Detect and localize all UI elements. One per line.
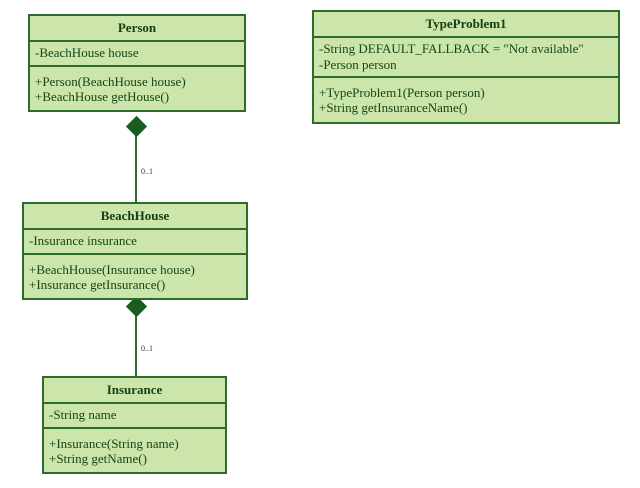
operation-item: +TypeProblem1(Person person) [319, 84, 485, 100]
attribute-item: -Insurance insurance [29, 233, 137, 249]
class-attributes-typeproblem1: -String DEFAULT_FALLBACK = "Not availabl… [314, 38, 618, 78]
class-box-person[interactable]: Person -BeachHouse house +Person(BeachHo… [28, 14, 246, 113]
operation-item: +BeachHouse getHouse() [35, 88, 170, 104]
class-box-typeproblem1[interactable]: TypeProblem1 -String DEFAULT_FALLBACK = … [312, 10, 620, 124]
attribute-item: -String name [49, 407, 117, 423]
class-operations-insurance: +Insurance(String name) +String getName(… [44, 429, 225, 473]
class-title-beachhouse: BeachHouse [24, 204, 246, 231]
class-operations-person: +Person(BeachHouse house) +BeachHouse ge… [30, 67, 244, 111]
class-box-insurance[interactable]: Insurance -String name +Insurance(String… [42, 376, 227, 475]
class-title-typeproblem1: TypeProblem1 [314, 12, 618, 39]
class-box-beachhouse[interactable]: BeachHouse -Insurance insurance +BeachHo… [22, 202, 248, 301]
composition-line-beachhouse-insurance [135, 305, 137, 377]
operation-item: +Insurance getInsurance() [29, 276, 166, 292]
multiplicity-person-beachhouse: 0..1 [141, 167, 153, 176]
class-attributes-beachhouse: -Insurance insurance [24, 230, 246, 255]
operation-item: +BeachHouse(Insurance house) [29, 261, 195, 277]
operation-item: +Insurance(String name) [49, 435, 179, 451]
attribute-item: -Person person [319, 56, 397, 72]
class-attributes-insurance: -String name [44, 404, 225, 429]
class-title-person: Person [30, 16, 244, 43]
class-title-insurance: Insurance [44, 378, 225, 405]
operation-item: +String getInsuranceName() [319, 100, 468, 116]
class-attributes-person: -BeachHouse house [30, 42, 244, 67]
class-operations-typeproblem1: +TypeProblem1(Person person) +String get… [314, 78, 618, 122]
composition-diamond-person-beachhouse [125, 115, 147, 138]
composition-line-person-beachhouse [135, 125, 137, 203]
multiplicity-beachhouse-insurance: 0..1 [141, 344, 153, 353]
operation-item: +Person(BeachHouse house) [35, 73, 186, 89]
class-operations-beachhouse: +BeachHouse(Insurance house) +Insurance … [24, 255, 246, 299]
attribute-item: -String DEFAULT_FALLBACK = "Not availabl… [319, 41, 584, 57]
attribute-item: -BeachHouse house [35, 45, 139, 61]
operation-item: +String getName() [49, 450, 147, 466]
